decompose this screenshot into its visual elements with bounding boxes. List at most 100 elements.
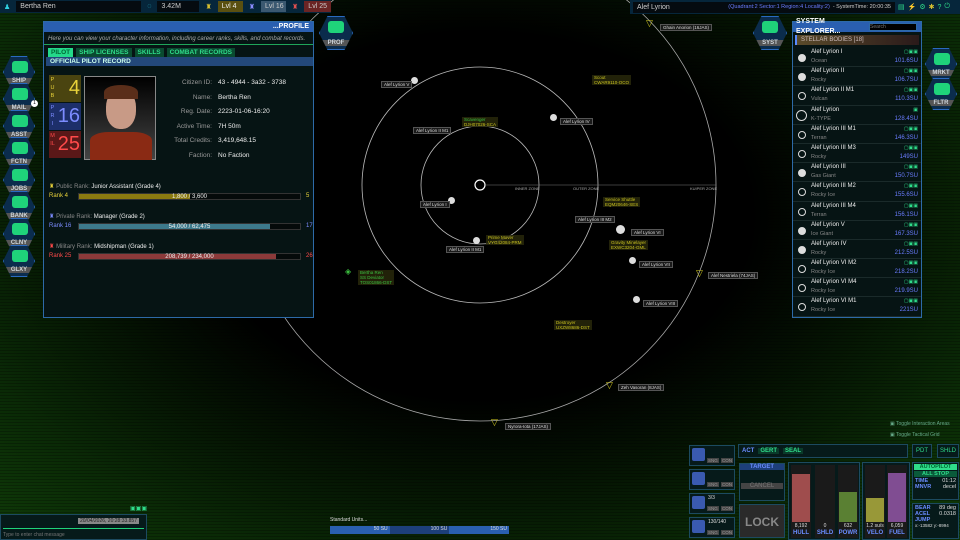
tab-skills[interactable]: SKILLS bbox=[134, 48, 164, 57]
jump-gate-label[interactable]: Alef Nestriela (74JAS) bbox=[708, 272, 759, 279]
ship-label[interactable]: Destroyer UXZW8686-DST bbox=[554, 320, 592, 330]
bear-value: 89 deg bbox=[939, 505, 956, 511]
gear-icon[interactable]: ⚙ bbox=[919, 4, 926, 11]
body-action-icons[interactable]: ▢▣▣ bbox=[903, 125, 918, 132]
slot-sng-button[interactable]: SNG bbox=[707, 530, 719, 535]
player-ship-label[interactable]: Bertha Ren SS Deviator TOS01866-DST bbox=[358, 270, 395, 285]
slot-con-button[interactable]: CON bbox=[721, 506, 733, 511]
all-stop-button[interactable]: ALL STOP bbox=[914, 471, 957, 477]
satellite-icon[interactable]: ⚡ bbox=[907, 4, 917, 11]
ship-label[interactable]: Scout CWAR9110-OCO bbox=[592, 75, 632, 85]
player-ship-icon[interactable]: ◈ bbox=[345, 267, 352, 276]
rank-level: Rank 25 bbox=[49, 253, 72, 259]
body-action-icons[interactable]: ▢▣▣ bbox=[903, 221, 918, 228]
body-action-icons[interactable]: ▢▣▣ bbox=[903, 164, 918, 171]
tab-pilot[interactable]: PILOT bbox=[48, 48, 74, 57]
chat-window-controls[interactable]: ▣▣▣ bbox=[130, 506, 148, 512]
shield-button[interactable]: SHLD bbox=[937, 444, 959, 458]
ship-label[interactable]: Gravity Minelayer EXWC3204-GML bbox=[609, 240, 649, 250]
power-icon[interactable]: ⏻ bbox=[944, 3, 950, 10]
body-action-icons[interactable]: ▣ bbox=[913, 106, 918, 113]
planet-marker[interactable] bbox=[473, 237, 480, 244]
planet-marker[interactable] bbox=[629, 257, 636, 264]
slot-sng-button[interactable]: SNG bbox=[707, 458, 719, 463]
autopilot-button[interactable]: AUTOPILOT bbox=[914, 464, 957, 470]
pdt-button[interactable]: PDT bbox=[912, 444, 932, 458]
jump-gate-icon[interactable]: ▽ bbox=[606, 380, 613, 390]
slot-con-button[interactable]: CON bbox=[721, 530, 733, 535]
log-icon[interactable]: ▤ bbox=[898, 4, 905, 11]
slot-count: 130/140 bbox=[708, 519, 727, 525]
slot-sng-button[interactable]: SNG bbox=[707, 506, 719, 511]
toggle-tactical-grid[interactable]: ▣ Toggle Tactical Grid bbox=[890, 432, 940, 438]
body-action-icons[interactable]: ▢▣▣ bbox=[903, 260, 918, 267]
body-distance: 128.4SU bbox=[894, 115, 918, 122]
slot-con-button[interactable]: CON bbox=[721, 482, 733, 487]
mode-gert[interactable]: GERT bbox=[758, 448, 780, 454]
body-action-icons[interactable]: ▢▣▣ bbox=[903, 240, 918, 247]
field-label: Name: bbox=[192, 93, 212, 101]
planet-marker[interactable] bbox=[616, 225, 625, 234]
mode-seal[interactable]: SEAL bbox=[783, 448, 804, 454]
jump-gate-label[interactable]: Nyrora-Iota (17JAS) bbox=[505, 423, 552, 430]
body-action-icons[interactable]: ▢▣▣ bbox=[903, 87, 918, 94]
bug-icon[interactable]: ✱ bbox=[928, 4, 935, 11]
jump-gate-icon[interactable]: ▽ bbox=[696, 268, 703, 278]
planet-marker[interactable] bbox=[448, 197, 455, 204]
jump-gate-icon[interactable]: ▽ bbox=[491, 417, 498, 427]
body-type: K-TYPE bbox=[811, 115, 831, 122]
assets-icon bbox=[12, 115, 28, 127]
body-icon bbox=[798, 92, 806, 101]
planet-marker[interactable] bbox=[550, 114, 557, 121]
chat-input[interactable] bbox=[3, 530, 143, 539]
jump-gate-label[interactable]: Zeh Vasoran (8JAS) bbox=[618, 384, 665, 391]
syst-button[interactable]: SYST bbox=[753, 16, 787, 50]
tab-combat-records[interactable]: COMBAT RECORDS bbox=[166, 48, 235, 57]
toggle-interaction-areas[interactable]: ▣ Toggle Interaction Areas bbox=[890, 421, 950, 427]
ship-label[interactable]: Scavenger DJH07026-SCA bbox=[462, 117, 499, 127]
body-action-icons[interactable]: ▢▣▣ bbox=[903, 68, 918, 75]
body-action-icons[interactable]: ▢▣▣ bbox=[903, 202, 918, 209]
help-icon[interactable]: ? bbox=[937, 3, 942, 11]
tab-ship-licenses[interactable]: SHIP LICENSES bbox=[76, 48, 132, 57]
jump-gate-icon[interactable]: ▽ bbox=[646, 18, 653, 28]
explorer-search-input[interactable] bbox=[869, 23, 917, 31]
slot-con-button[interactable]: CON bbox=[721, 458, 733, 463]
lock-button[interactable]: LOCK bbox=[739, 504, 785, 538]
body-action-icons[interactable]: ▢▣▣ bbox=[903, 183, 918, 190]
ship-label[interactable]: Prime Mover VYG42084-PRM bbox=[486, 235, 524, 245]
body-action-icons[interactable]: ▢▣▣ bbox=[903, 144, 918, 151]
slot-sng-button[interactable]: SNG bbox=[707, 482, 719, 487]
body-action-icons[interactable]: ▢▣▣ bbox=[903, 298, 918, 305]
jump-gate-label[interactable]: Ghain Anorion (16JAS) bbox=[660, 24, 713, 31]
mode-act[interactable]: ACT bbox=[742, 448, 755, 454]
planet-marker[interactable] bbox=[411, 77, 418, 84]
body-name: Alef Lyrion III M1 bbox=[811, 125, 856, 132]
ship-label[interactable]: Service Shuttle EQM20646-SES bbox=[603, 197, 641, 207]
cancel-button[interactable]: CANCEL bbox=[741, 483, 783, 489]
stellar-bodies-category[interactable]: STELLAR BODIES [18] bbox=[795, 35, 919, 45]
body-action-icons[interactable]: ▢▣▣ bbox=[903, 279, 918, 286]
body-action-icons[interactable]: ▢▣▣ bbox=[903, 49, 918, 55]
planet-marker[interactable] bbox=[633, 296, 640, 303]
chat-panel: 20/04/2026, 20:28:33.857 bbox=[0, 514, 147, 540]
